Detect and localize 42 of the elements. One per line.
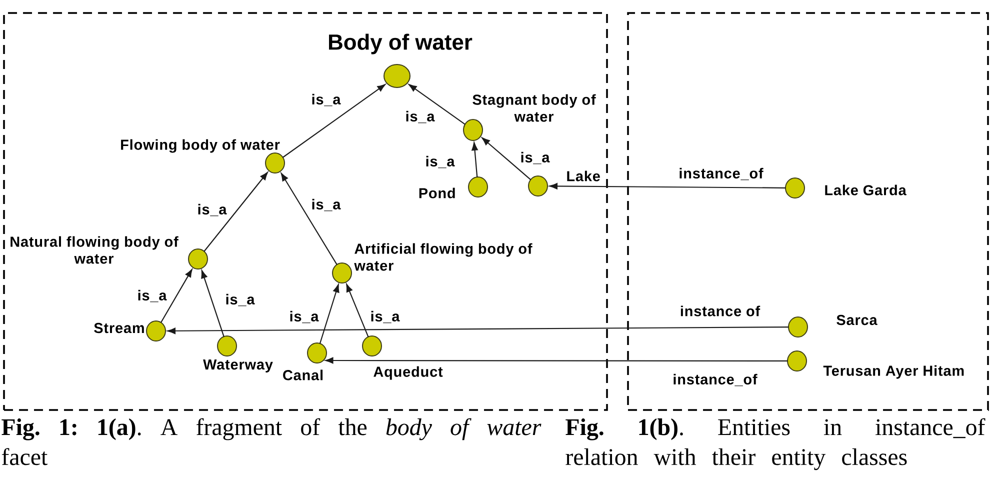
arrow xyxy=(201,270,224,337)
node-label: Natural flowing body of water xyxy=(10,236,178,264)
node-label: Waterway xyxy=(203,360,273,372)
edge-label: instance_of xyxy=(678,166,764,182)
node-label: Artificial flowing body of water xyxy=(354,243,532,271)
node-label: Stagnant body of water xyxy=(472,94,596,122)
edge-label: is_a xyxy=(288,310,320,324)
arrow xyxy=(325,357,788,364)
arrow xyxy=(319,284,340,344)
node-label: Lake xyxy=(567,170,600,182)
node-label: Aqueduct xyxy=(374,366,443,380)
edge-label: is_a xyxy=(196,202,228,218)
arrow xyxy=(482,137,532,180)
arrow xyxy=(408,84,466,125)
node-label: Canal xyxy=(283,370,323,380)
node-label: Flowing body of water xyxy=(121,139,280,153)
arrow xyxy=(282,84,386,158)
edge-label: is_a xyxy=(404,110,436,124)
node-label: Sarca xyxy=(836,314,878,326)
node-label: Terusan Ayer Hitam xyxy=(823,365,964,379)
edge-label: instance of xyxy=(678,304,762,318)
figure-caption: Fig. 1: 1(a). A fragment of the body of water facet xyxy=(2,418,542,466)
node-label: Body of water xyxy=(329,34,472,54)
edge-label: is_a xyxy=(224,292,256,308)
arrow xyxy=(167,326,788,334)
node-label: Pond xyxy=(419,188,455,198)
figure-caption: Fig. 1(b). Entities in instance_of relation with their entity classes xyxy=(566,418,986,470)
edge-label: instance_of xyxy=(672,372,758,388)
edge-label: is_a xyxy=(310,198,342,212)
edge-label: is_a xyxy=(310,92,342,108)
arrow xyxy=(346,284,369,338)
edge-label: is_a xyxy=(424,154,456,170)
arrow xyxy=(280,172,338,265)
edge-label: is_a xyxy=(519,150,551,166)
edge-label: is_a xyxy=(369,310,401,324)
arrow xyxy=(472,142,478,178)
arrow xyxy=(549,183,786,190)
arrow xyxy=(204,172,268,252)
node-label: Stream xyxy=(94,322,144,334)
node-label: Lake Garda xyxy=(825,184,906,196)
edge-label: is_a xyxy=(136,288,168,304)
arrow xyxy=(160,269,192,323)
